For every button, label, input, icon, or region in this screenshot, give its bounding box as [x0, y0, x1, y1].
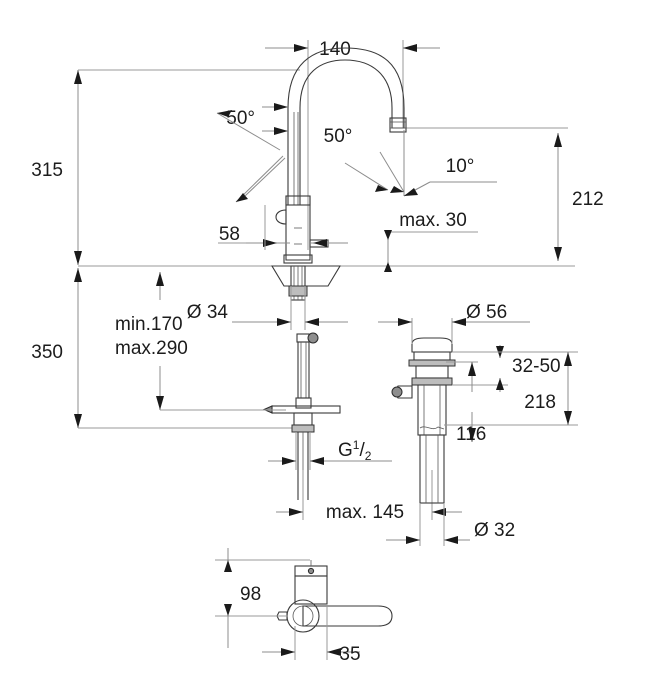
dim-swivel-left: 50°: [216, 103, 288, 203]
faucet-body: [275, 195, 313, 264]
dim-height-212: 212: [403, 127, 604, 261]
dim-label-spout-reach: 140: [319, 39, 351, 60]
dim-height-315: 315: [31, 69, 300, 265]
dim-dia-32: Ø 32: [386, 503, 515, 546]
dim-deck-thickness: max. 30: [384, 210, 478, 272]
dim-label-aerator-angle: 10°: [446, 156, 475, 177]
dim-label-315: 315: [31, 160, 63, 181]
dim-label-hose-min: min.170: [115, 314, 183, 335]
dim-label-dia-32: Ø 32: [474, 520, 515, 541]
lever-handle-pivot: [275, 209, 287, 225]
dim-thread-g-half: G1/2: [268, 432, 392, 470]
faucet-spout: [287, 47, 407, 206]
dim-label-swivel-center: 50°: [324, 126, 353, 147]
dim-spout-reach: 140: [265, 39, 440, 250]
dim-label-dia-34: Ø 34: [187, 302, 229, 323]
dim-label-212: 212: [572, 189, 604, 210]
dim-height-350: 350: [31, 268, 300, 429]
dim-label-hose-max: max.290: [115, 338, 188, 359]
plan-view-handle: [276, 560, 393, 633]
dim-label-dia-56: Ø 56: [466, 302, 507, 323]
dim-aerator-angle: 10°: [344, 130, 497, 197]
flexible-hose-assembly: [262, 332, 341, 500]
faucet-shank: [288, 265, 308, 301]
dim-waste-outlet-116: 116: [444, 361, 486, 445]
pop-up-waste-assembly: [391, 337, 456, 504]
dim-offset-58: 58: [218, 205, 348, 250]
dim-label-plan-98: 98: [240, 584, 261, 605]
dim-label-58: 58: [219, 224, 240, 245]
dim-label-deck-range: 32-50: [512, 356, 561, 377]
dim-label-350: 350: [31, 342, 63, 363]
dim-label-218: 218: [524, 392, 556, 413]
dim-label-thread: G1/2: [338, 438, 372, 463]
dim-label-plan-35: 35: [339, 644, 360, 665]
dim-dia-34: Ø 34: [187, 286, 348, 330]
dim-dia-56: Ø 56: [378, 302, 530, 344]
dim-label-deck-thickness: max. 30: [399, 210, 467, 231]
dim-label-tail-145: max. 145: [326, 502, 404, 523]
dim-label-116: 116: [456, 424, 486, 445]
dim-plan-35: 35: [262, 604, 361, 665]
spout-aerator: [389, 117, 407, 133]
dim-tail-145: max. 145: [276, 470, 462, 523]
dim-plan-98: 98: [215, 548, 310, 648]
dim-hose-length: min.170 max.290: [115, 272, 286, 411]
dim-label-swivel-left: 50°: [226, 108, 255, 129]
deck-section: [271, 265, 341, 287]
